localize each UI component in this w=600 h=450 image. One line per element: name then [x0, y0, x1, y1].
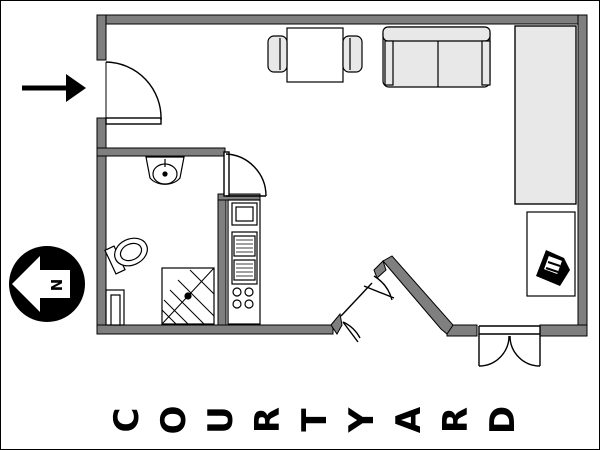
bottom-wall-left: [96, 324, 334, 335]
dining-table: [267, 27, 363, 83]
right-wall: [577, 14, 588, 337]
telephone-icon: [536, 250, 570, 286]
bathroom-sink: [145, 156, 185, 185]
bathroom-top-wall: [96, 147, 226, 157]
courtyard-letter: C: [107, 407, 147, 433]
courtyard-label: C O U R T Y A R D: [107, 403, 523, 437]
dining-chair-right: [342, 35, 363, 73]
bottom-wall-right: [539, 324, 588, 337]
courtyard-letter: D: [483, 405, 523, 435]
dining-chair-left: [267, 35, 288, 73]
courtyard-letter: R: [436, 406, 476, 434]
bathroom-door[interactable]: [223, 151, 267, 197]
bed: [514, 25, 577, 205]
courtyard-letter: R: [248, 406, 288, 434]
angled-wall-right: [382, 255, 454, 335]
angled-walls: [330, 255, 454, 335]
toilet: [104, 237, 148, 275]
alcove-door[interactable]: [340, 275, 395, 343]
kitchenette: [227, 199, 261, 325]
desk: [526, 211, 576, 297]
sofa: [382, 26, 491, 88]
doors: [105, 61, 541, 367]
shower: [161, 267, 215, 325]
top-wall: [96, 14, 588, 25]
courtyard-letter: Y: [342, 407, 382, 433]
entry-arrow-icon: [22, 74, 86, 102]
kitchen-divider-wall: [217, 195, 227, 326]
outer-walls: [96, 14, 588, 337]
angled-wall-left: [330, 312, 343, 335]
courtyard-letter: U: [201, 406, 241, 434]
furniture: [104, 25, 577, 326]
entry-door[interactable]: [105, 61, 162, 125]
patio-french-doors[interactable]: [478, 325, 541, 367]
courtyard-letter: A: [389, 406, 429, 434]
courtyard-letter: O: [154, 405, 194, 435]
north-compass-icon: N: [9, 246, 85, 322]
left-wall-upper: [96, 14, 107, 61]
stove-burners: [232, 287, 254, 309]
angled-wall-stub: [373, 260, 387, 279]
compass-letter: N: [48, 279, 66, 292]
courtyard-letter: T: [295, 408, 335, 432]
